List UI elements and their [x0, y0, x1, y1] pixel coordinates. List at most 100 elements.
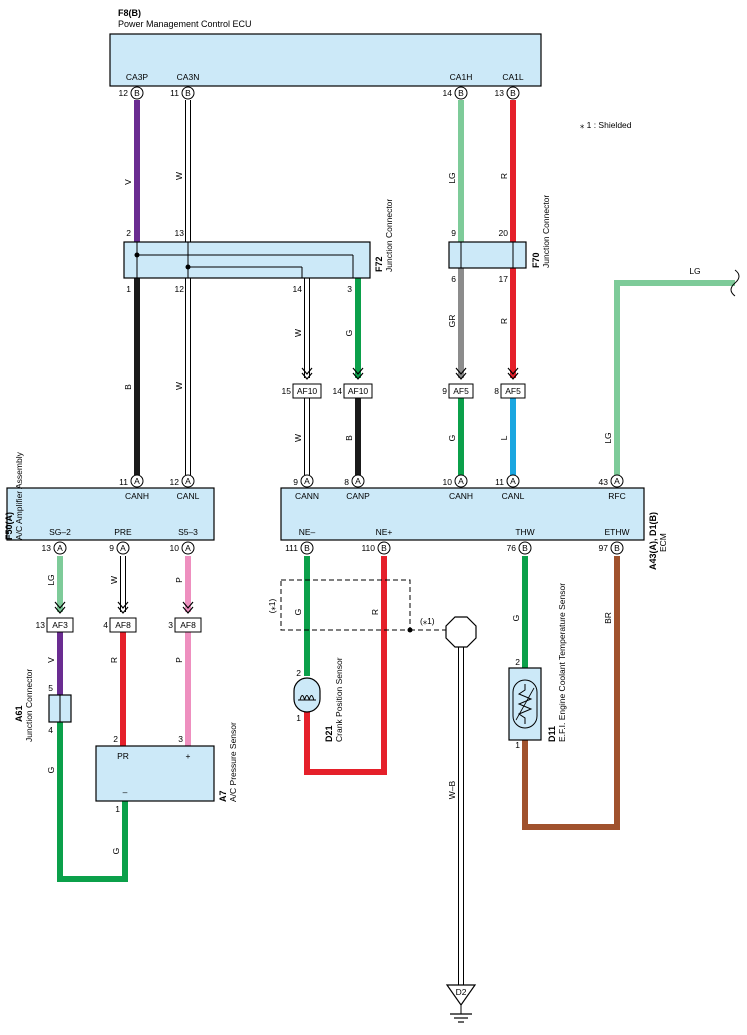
wire-label-g2: G [447, 435, 457, 442]
wire-label-g1: G [344, 330, 354, 337]
pin-rfc: 43 [599, 477, 609, 487]
conn-ca1l: B [510, 88, 516, 98]
shield-label-right: (⁎1) [420, 616, 435, 626]
conn-cann: A [304, 476, 310, 486]
a7-term-minus: – [123, 787, 128, 797]
af8b-label: AF8 [180, 620, 196, 630]
wire-label-w4: W [293, 434, 303, 442]
wire-label-r3: R [109, 657, 119, 663]
af8b-pin: 3 [168, 620, 173, 630]
shield-ground-octagon [445, 616, 477, 648]
wire-label-w2: W [174, 382, 184, 390]
term-ca1l-name: CA1L [502, 72, 524, 82]
term-thw-name: THW [515, 527, 534, 537]
f72-pin-3: 3 [347, 284, 352, 294]
wire-label-v2: V [46, 657, 56, 663]
af10b-pin: 14 [333, 386, 343, 396]
conn-ca3n: B [185, 88, 191, 98]
a7-ac-pressure-sensor: 2 3 PR + – 1 A7 A/C Pressure Sensor [95, 722, 238, 814]
pin-ca3p: 12 [119, 88, 129, 98]
f72-name: Junction Connector [384, 199, 394, 272]
a61-code: A61 [14, 705, 24, 722]
f70-code: F70 [531, 252, 541, 268]
conn-thw: B [522, 543, 528, 553]
term-neplus-name: NE+ [376, 527, 393, 537]
inline-connectors-row1: 15 AF10 14 AF10 9 AF5 8 AF5 [282, 367, 526, 399]
wire-label-gr1: GR [447, 315, 457, 328]
pin-thw: 76 [507, 543, 517, 553]
pin-sg2: 13 [42, 543, 52, 553]
term-ecm-canh-name: CANH [449, 491, 473, 501]
conn-canp: A [355, 476, 361, 486]
pin-neplus: 110 [361, 543, 375, 553]
a7-term-plus: + [186, 751, 191, 761]
f72-pin-12: 12 [175, 284, 185, 294]
wire-label-lg1: LG [447, 172, 457, 183]
af5a-pin: 9 [442, 386, 447, 396]
f70-pin-6: 6 [451, 274, 456, 284]
d11-coolant-temp-sensor: 2 1 D11 E.F.I. Engine Coolant Temperatur… [508, 583, 567, 750]
wire-label-lg4: LG [46, 574, 56, 585]
wires [57, 100, 735, 985]
a61-pin-5: 5 [48, 683, 53, 693]
af8a-pin: 4 [103, 620, 108, 630]
f50-code: F50(A) [4, 512, 14, 540]
a7-code: A7 [218, 790, 228, 802]
a61-pin-4: 4 [48, 725, 53, 735]
wire-label-r1: R [499, 173, 509, 179]
d11-code: D11 [547, 726, 557, 742]
pin-neminus: 111 [285, 543, 298, 553]
a7-pin-1: 1 [115, 804, 120, 814]
pin-ecm-canl: 11 [495, 477, 504, 487]
wire-label-r4: R [370, 609, 380, 615]
f50-ac-amplifier: 11 A 12 A CANH CANL SG–2 PRE S5–3 13 A 9… [4, 451, 215, 555]
thermistor-icon [517, 684, 533, 724]
pin-ca3n: 11 [170, 88, 179, 98]
wire-label-b2: B [344, 435, 354, 441]
f70-name: Junction Connector [541, 195, 551, 268]
term-ethw-name: ETHW [604, 527, 629, 537]
wire-label-w5: W [109, 576, 119, 584]
conn-ca1h: B [458, 88, 464, 98]
a7-term-pr: PR [117, 751, 129, 761]
wire-label-w1: W [174, 172, 184, 180]
f70-pin-9: 9 [451, 228, 456, 238]
d21-crank-position-sensor: 2 1 D21 Crank Position Sensor [293, 657, 344, 742]
af8a-label: AF8 [115, 620, 131, 630]
wire-label-p1: P [174, 577, 184, 583]
d21-code: D21 [324, 725, 334, 742]
a61-junction-connector: 5 4 A61 Junction Connector [14, 669, 72, 742]
wire-label-lg3: LG [603, 432, 613, 443]
f70-pin-17: 17 [499, 274, 509, 284]
ground-triangle-icon [445, 984, 477, 1007]
f8-power-management-ecu: F8(B) Power Management Control ECU CA3P … [109, 8, 542, 100]
inline-connectors-row2: 13 AF3 4 AF8 3 AF8 [36, 601, 202, 633]
a61-name: Junction Connector [24, 669, 34, 742]
d2-code: D2 [456, 987, 467, 997]
wire-label-v1: V [123, 179, 133, 185]
conn-ecm-canl: A [510, 476, 516, 486]
a61-name-text: Junction Connector [24, 669, 34, 742]
wire-break-mark [730, 269, 740, 297]
a7-pin-3: 3 [178, 734, 183, 744]
af10b-label: AF10 [348, 386, 369, 396]
term-neminus-name: NE– [299, 527, 316, 537]
wire-label-b1: B [123, 384, 133, 390]
pin-f50-canh: 11 [119, 477, 128, 487]
a7-pin-2: 2 [113, 734, 118, 744]
conn-neplus: B [381, 543, 387, 553]
af5b-label: AF5 [505, 386, 521, 396]
conn-s53: A [185, 543, 191, 553]
conn-sg2: A [57, 543, 63, 553]
d21-name: Crank Position Sensor [334, 657, 344, 742]
f72-pin-13: 13 [175, 228, 185, 238]
conn-ca3p: B [134, 88, 140, 98]
pin-canp: 8 [344, 477, 349, 487]
af5a-label: AF5 [453, 386, 469, 396]
a43-ecm: 9 A 8 A 10 A 11 A 43 A CANN CANP CANH CA… [280, 474, 668, 570]
conn-ecm-canh: A [458, 476, 464, 486]
pin-pre: 9 [109, 543, 114, 553]
a7-name: A/C Pressure Sensor [228, 722, 238, 802]
term-canp-name: CANP [346, 491, 370, 501]
